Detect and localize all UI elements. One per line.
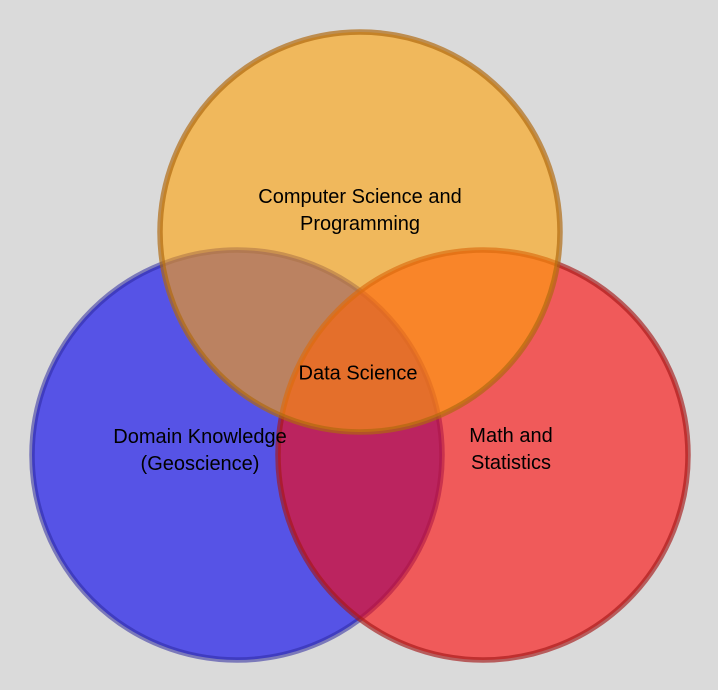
circle-computer-science bbox=[157, 29, 563, 435]
